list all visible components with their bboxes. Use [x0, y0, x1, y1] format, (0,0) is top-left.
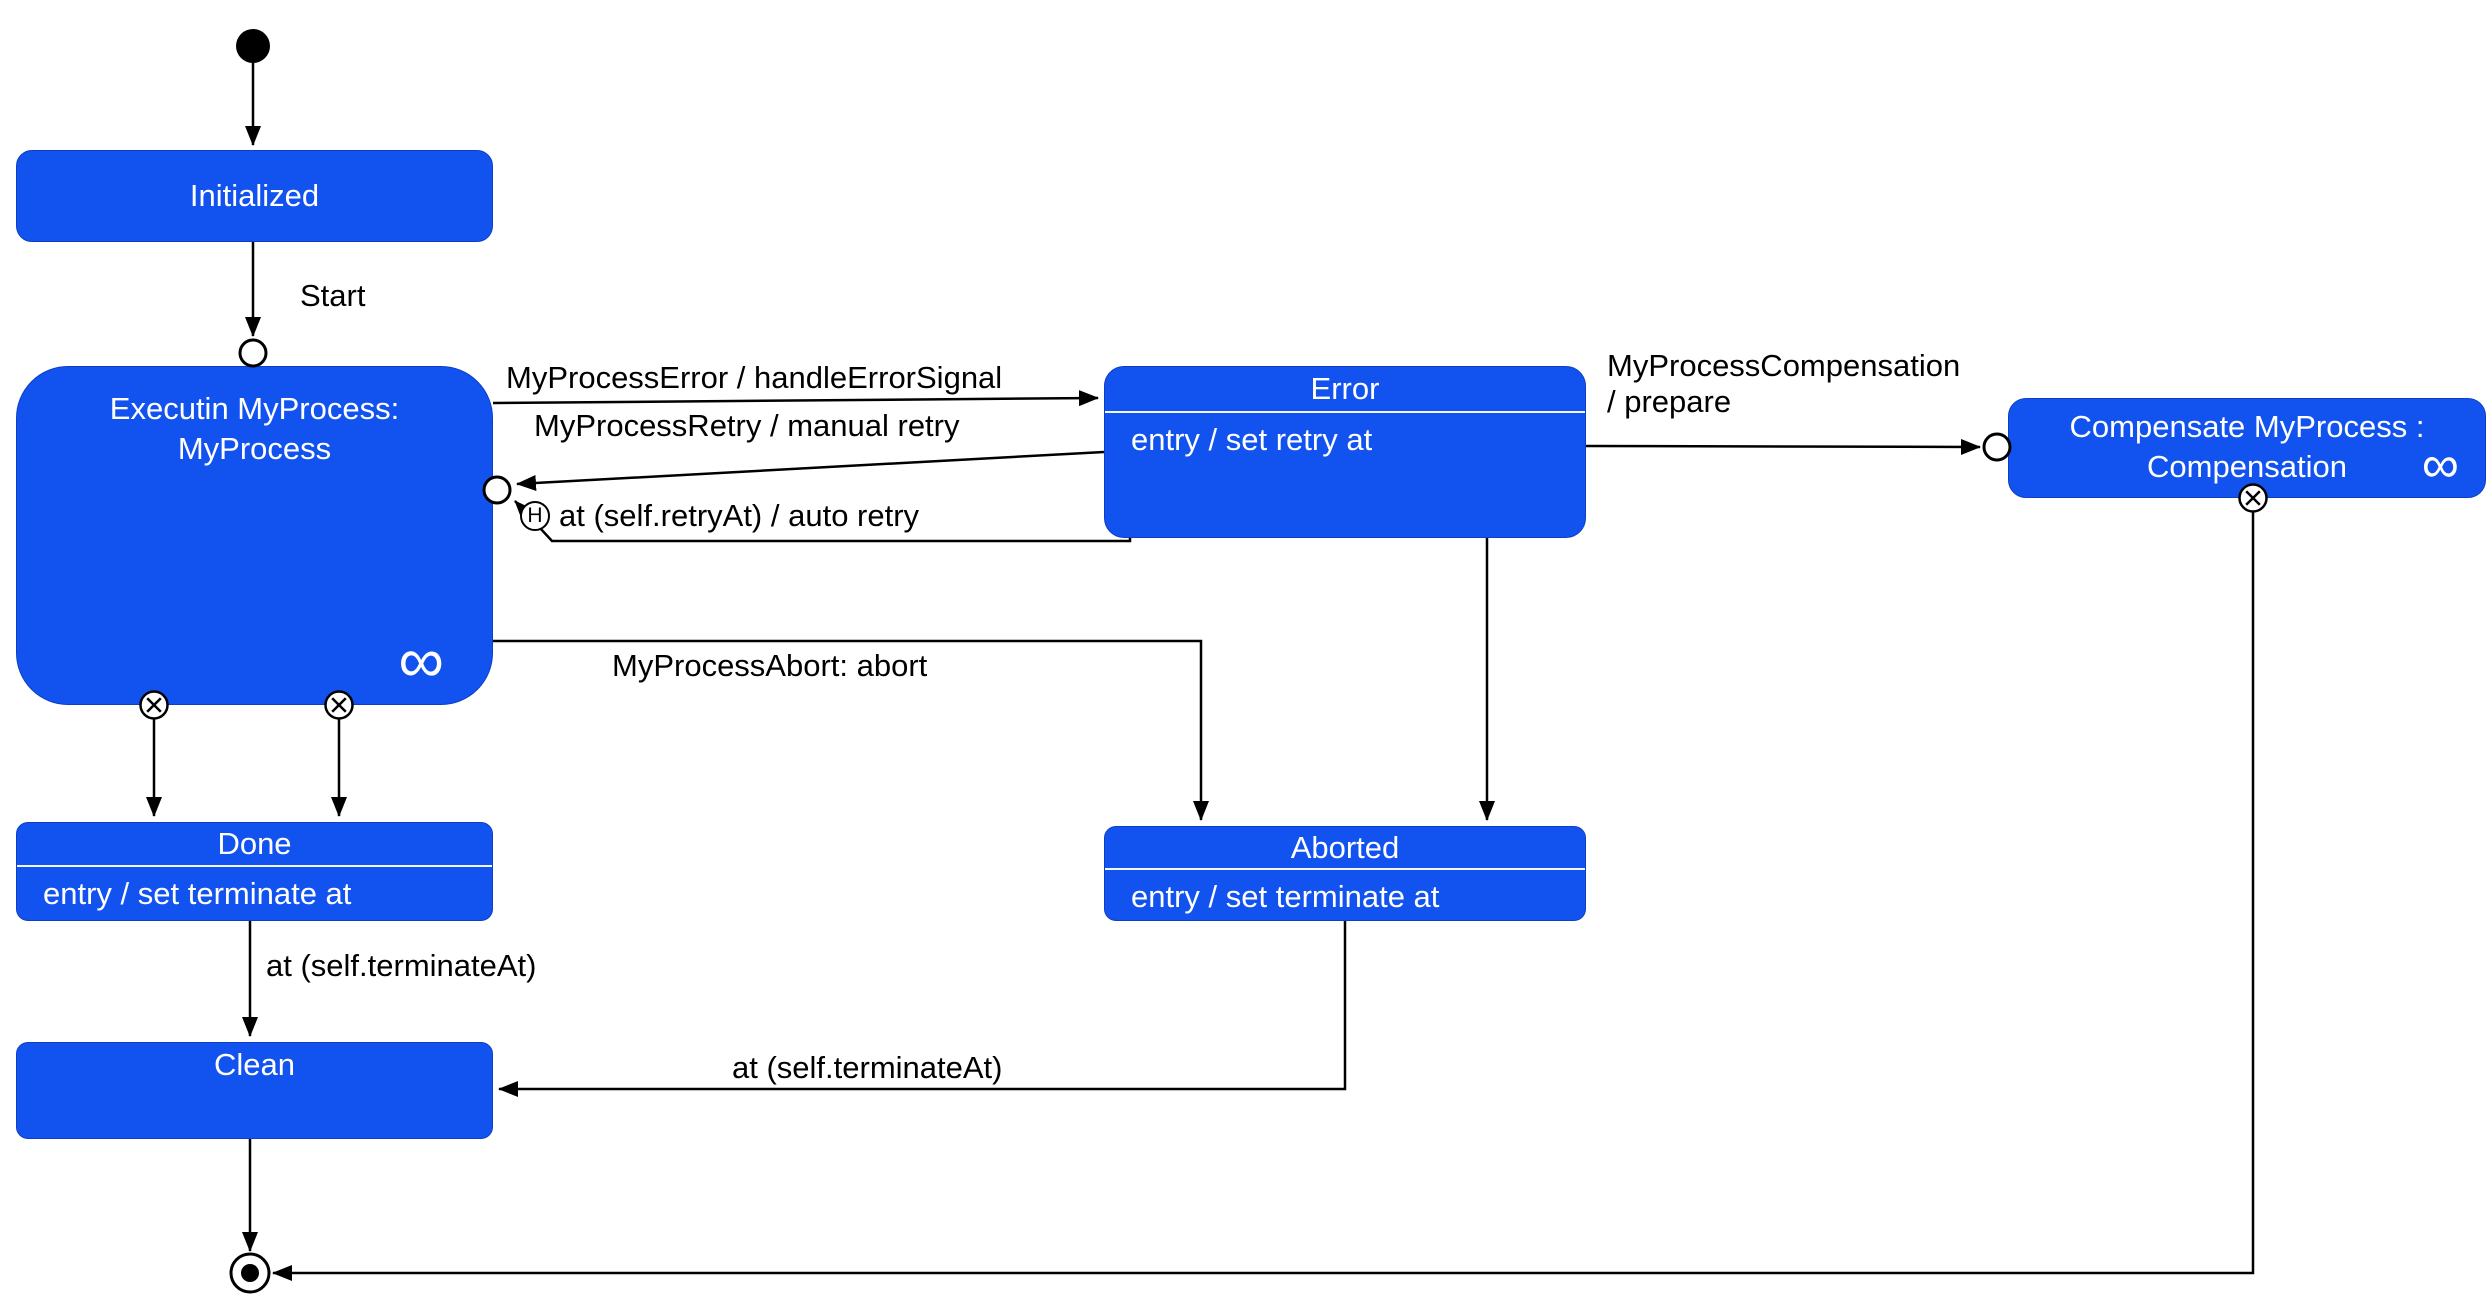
infinity-icon: ∞ [398, 624, 444, 696]
state-title-line2: MyProcess [177, 431, 332, 466]
transition-compensation [1585, 438, 1981, 455]
state-title: Error [1105, 367, 1585, 413]
transition-label-manual-retry: MyProcessRetry / manual retry [534, 408, 960, 443]
transition-label-auto-retry: H at (self.retryAt) / auto retry [520, 498, 919, 534]
state-title: Executin MyProcess: MyProcess [17, 367, 492, 469]
transition-label-abort: MyProcessAbort: abort [612, 648, 928, 683]
transition-label-line2: / prepare [1607, 384, 1732, 419]
state-title: Aborted [1105, 827, 1585, 870]
transition-label-compensation: MyProcessCompensation / prepare [1607, 348, 1960, 420]
state-compensate-myprocess: Compensate MyProcess : Compensation ∞ [2008, 398, 2486, 498]
state-executing-myprocess: Executin MyProcess: MyProcess ∞ [16, 366, 493, 705]
state-title: Done [17, 823, 492, 867]
transition-manual-retry [516, 450, 1105, 491]
transition-label-start: Start [300, 278, 366, 313]
final-state-icon [229, 1252, 271, 1294]
state-title-line1: Compensate MyProcess : [2069, 409, 2425, 444]
state-entry-action: entry / set terminate at [43, 876, 352, 911]
entry-point-icon [238, 338, 268, 368]
state-aborted: Aborted entry / set terminate at [1104, 826, 1586, 921]
transition-label-line1: MyProcessCompensation [1607, 348, 1961, 383]
state-done: Done entry / set terminate at [16, 822, 493, 921]
initial-state-icon [236, 29, 270, 63]
state-title-line2: Compensation [2147, 449, 2347, 484]
transition-label-done-terminate: at (self.terminateAt) [266, 948, 537, 983]
state-error: Error entry / set retry at [1104, 366, 1586, 538]
state-entry-action: entry / set retry at [1131, 422, 1373, 457]
state-title: Compensate MyProcess : Compensation [2009, 399, 2485, 487]
transition-error-signal [492, 390, 1099, 407]
state-title-line1: Executin MyProcess: [109, 391, 400, 426]
transition-label-aborted-terminate: at (self.terminateAt) [732, 1050, 1003, 1085]
transition-label-text: at (self.retryAt) / auto retry [559, 498, 920, 533]
entry-point-icon [1982, 432, 2012, 462]
state-title: Clean [214, 1047, 295, 1082]
history-state-icon: H [520, 501, 550, 531]
transition-label-error-signal: MyProcessError / handleErrorSignal [506, 360, 1003, 395]
state-initialized: Initialized [16, 150, 493, 242]
state-clean: Clean [16, 1042, 493, 1139]
infinity-icon: ∞ [2421, 436, 2459, 494]
state-title: Initialized [189, 178, 320, 213]
state-entry-action: entry / set terminate at [1131, 879, 1440, 914]
